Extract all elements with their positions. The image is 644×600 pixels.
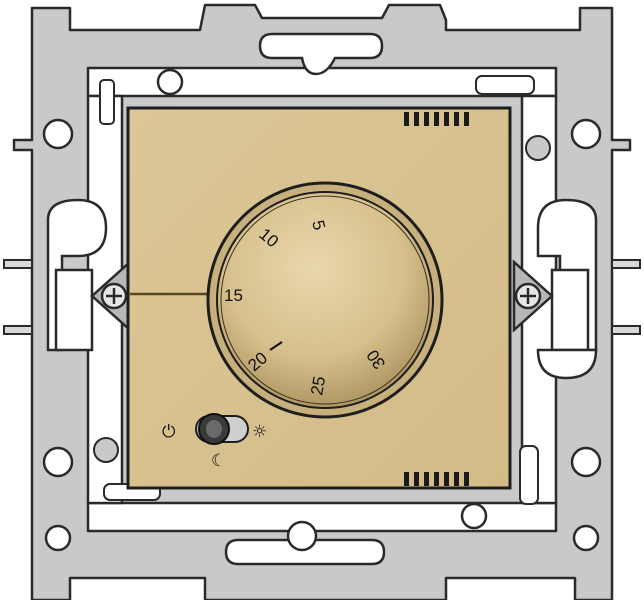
frame-holes [42,68,602,552]
side-cutouts [46,198,598,380]
bottom-mounting-slot [224,520,386,566]
mode-switch[interactable] [195,413,249,445]
dial-label-25: 25 [307,375,329,397]
dial-label-15: 15 [224,286,243,305]
vent-slots-top [404,112,469,126]
frame-inner-bands [86,66,558,533]
left-claw-screw [90,259,132,333]
vent-slots-bottom [404,472,469,486]
power-icon: ⏻ [162,422,176,442]
sun-icon: ☼ [252,422,267,442]
right-claw-screw [512,259,554,333]
top-mounting-slot [258,32,384,76]
moon-icon: ☾ [211,451,226,471]
temperature-dial[interactable] [206,181,444,419]
dial-tick-20 [269,341,283,351]
side-pins [3,259,641,335]
